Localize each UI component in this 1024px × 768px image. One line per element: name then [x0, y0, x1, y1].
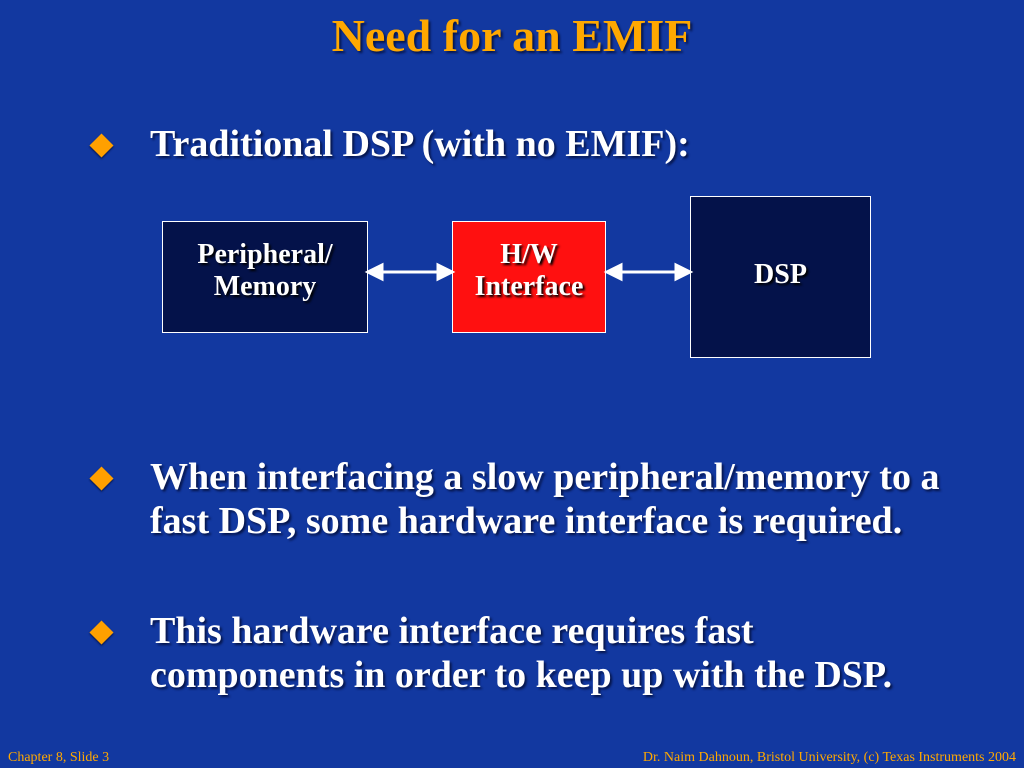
arrow-head-right-2: [674, 262, 694, 282]
bullet-text: When interfacing a slow peripheral/memor…: [150, 456, 940, 542]
bullet-item-1: Traditional DSP (with no EMIF):: [89, 122, 950, 166]
dsp-label: DSP: [754, 259, 807, 290]
peripheral-label-line2: Memory: [213, 271, 317, 302]
bullet-item-2: When interfacing a slow peripheral/memor…: [89, 455, 950, 543]
arrow-head-right-1: [436, 262, 456, 282]
dsp-box: DSP: [690, 196, 871, 358]
bullet-item-3: This hardware interface requires fast co…: [89, 609, 950, 697]
peripheral-label-line1: Peripheral/: [197, 239, 333, 270]
hw-label-line1: H/W: [500, 239, 558, 270]
arrow-head-left-2: [603, 262, 623, 282]
diamond-icon: [89, 620, 114, 645]
slide-title: Need for an EMIF: [331, 10, 693, 61]
hw-interface-box: H/W Interface: [452, 221, 606, 333]
diamond-icon: [89, 466, 114, 491]
arrow-head-left-1: [364, 262, 384, 282]
peripheral-memory-box: Peripheral/ Memory: [162, 221, 368, 333]
bullet-text: Traditional DSP (with no EMIF):: [150, 123, 690, 165]
footer-credit: Dr. Naim Dahnoun, Bristol University, (c…: [642, 750, 1016, 765]
hw-label-line2: Interface: [474, 271, 584, 302]
footer-slide-number: Chapter 8, Slide 3: [8, 750, 110, 765]
bullet-text: This hardware interface requires fast co…: [150, 610, 893, 696]
